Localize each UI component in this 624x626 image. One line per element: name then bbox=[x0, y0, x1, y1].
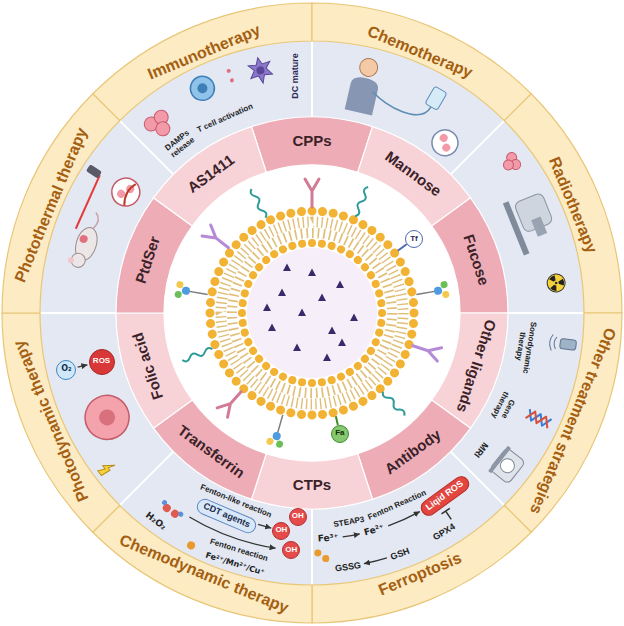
liposome bbox=[210, 211, 414, 415]
box-text: OH bbox=[275, 526, 287, 535]
label-holder: Other treatment strategies bbox=[527, 326, 620, 518]
radical-circle: OH bbox=[289, 508, 307, 526]
surface-ligands bbox=[174, 179, 450, 448]
therapy-name: Chemodynamic therapy bbox=[117, 532, 291, 618]
ligand-segment: CPPs bbox=[249, 115, 375, 175]
process-label: DC mature bbox=[290, 53, 300, 99]
segment-fill bbox=[2, 94, 120, 313]
label-holder: Fe³⁺ bbox=[317, 533, 338, 545]
therapy-segment: Radiotherapy bbox=[502, 91, 624, 315]
segment-fill bbox=[312, 3, 531, 121]
segment-fill bbox=[93, 505, 312, 623]
label-holder: CPPs bbox=[292, 133, 331, 150]
box-text: O₂ bbox=[61, 365, 71, 374]
therapy-segment: Chemotherapy bbox=[310, 1, 534, 123]
segment-fill bbox=[312, 505, 531, 623]
therapy-segment: Immunotherapy bbox=[90, 1, 314, 123]
box-text: OH bbox=[292, 512, 304, 521]
segment-fill bbox=[504, 313, 622, 532]
ligand-circle: Fa bbox=[331, 425, 349, 443]
label-holder: DC mature bbox=[290, 53, 300, 99]
box-text: OH bbox=[285, 546, 297, 555]
reaction-arrow bbox=[258, 524, 271, 528]
ligand-name: CPPs bbox=[292, 133, 331, 150]
center-ground bbox=[116, 117, 508, 509]
segment-fill bbox=[432, 198, 508, 313]
illustration-ring bbox=[40, 41, 584, 585]
box-text: ROS bbox=[93, 357, 110, 366]
segment-fill bbox=[116, 313, 192, 428]
therapy-name: Other treatment strategies bbox=[527, 326, 620, 518]
ligand-segment: Folic acid bbox=[114, 311, 195, 431]
segment-fill bbox=[504, 94, 622, 313]
segment-fill bbox=[251, 454, 372, 509]
reaction-arrow bbox=[78, 365, 88, 367]
therapy-segment: Photothermal therapy bbox=[0, 91, 122, 316]
ligand-segment: CTPs bbox=[249, 451, 375, 511]
segment-fill bbox=[251, 117, 372, 172]
ligand-segment: Fucose bbox=[429, 195, 510, 315]
label-holder: CTPs bbox=[293, 477, 331, 494]
label-holder: Chemodynamic therapy bbox=[117, 532, 291, 618]
ligand-name: CTPs bbox=[293, 477, 331, 494]
ligand-circle: Tf bbox=[405, 230, 423, 248]
box-text: Tf bbox=[410, 235, 418, 244]
process-label: Fe³⁺ bbox=[317, 533, 338, 545]
ring-dividers bbox=[40, 41, 584, 585]
photodynamic-icons bbox=[77, 388, 136, 476]
segment-fill bbox=[2, 313, 120, 532]
box-text: Fa bbox=[335, 429, 344, 438]
segment-fill bbox=[93, 3, 312, 121]
ros-circle: ROS bbox=[89, 349, 115, 375]
therapy-segment: Photodynamic therapy bbox=[0, 311, 122, 535]
